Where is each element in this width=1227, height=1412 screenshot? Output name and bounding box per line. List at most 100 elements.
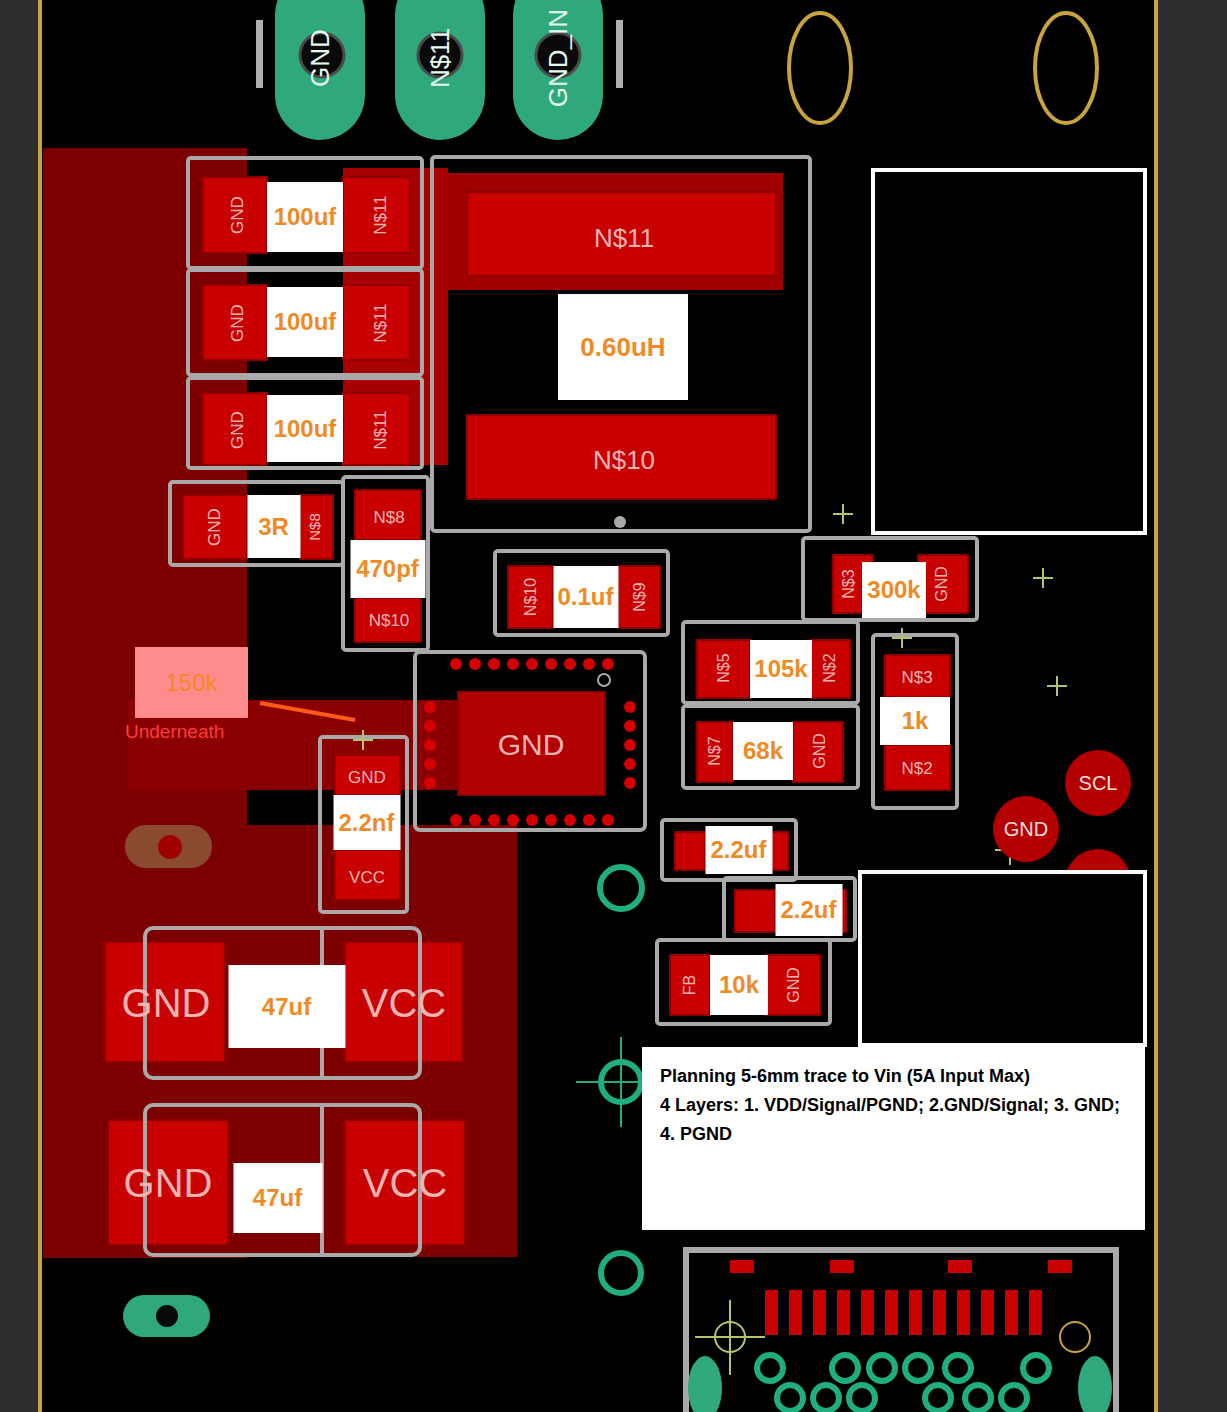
component-value: 47uf [228, 965, 345, 1048]
pin-label: N$2 [822, 653, 838, 682]
smd-pad [345, 1120, 465, 1245]
component-value: 300k [862, 562, 926, 618]
pin-label: GND [348, 769, 386, 786]
ic-pin [624, 739, 636, 751]
copper-pour [448, 173, 783, 290]
component-value: 2.2uf [705, 826, 772, 874]
usb-pin [981, 1290, 994, 1335]
usb-pin [909, 1290, 922, 1335]
ic-pin [624, 758, 636, 770]
smd-pad [183, 495, 247, 559]
smd-pad [618, 566, 660, 628]
usb-pin [789, 1290, 802, 1335]
pin-label: VCC [362, 983, 446, 1023]
capacitor-footprint: N$100.1ufN$9 [495, 551, 668, 635]
hidden-part-box: 150k [135, 647, 248, 718]
usb-pin [813, 1290, 826, 1335]
pin-label: N$5 [716, 653, 732, 682]
smd-pad [765, 955, 820, 1015]
ic-pin [488, 814, 500, 826]
usb-pin [1029, 1290, 1042, 1335]
pin-label: GND [934, 566, 950, 602]
slot-pad [125, 825, 212, 868]
usb-hole [777, 1385, 803, 1411]
ic-pin [564, 814, 576, 826]
silk-outline [170, 482, 343, 565]
pin-label: N$3 [901, 669, 932, 686]
capacitor-footprint: N$8470pfN$10 [343, 477, 428, 650]
slot-hole [158, 835, 182, 859]
component-value: 100uf [267, 182, 343, 252]
pin-label: N$10 [593, 447, 655, 473]
silk-outline [320, 737, 407, 912]
smd-pad [735, 890, 775, 932]
pin-label: GND_IN [545, 9, 571, 107]
component-value: 47uf [233, 1163, 322, 1233]
component-value: 0.1uf [553, 566, 618, 628]
resistor-footprint: GND3RN$8 [170, 482, 343, 565]
smd-pad [343, 285, 410, 360]
note-label: Underneath [125, 722, 224, 741]
smd-pad [810, 640, 850, 698]
ic-pin [507, 814, 519, 826]
smd-pad [105, 942, 225, 1062]
ic-pin [602, 658, 614, 670]
usb-hole [813, 1385, 839, 1411]
pin-label: GND [122, 983, 211, 1023]
capacitor-footprint: 2.2uf [662, 820, 796, 880]
silk-outline [683, 706, 858, 788]
pin-label: GND [229, 304, 246, 342]
pin-label: N$11 [372, 410, 389, 449]
note-text: Planning 5-6mm trace to Vin (5A Input Ma… [660, 1062, 1130, 1091]
test-pad: SCL [1065, 750, 1131, 816]
component-value: 100uf [267, 287, 343, 357]
component-value: 3R [247, 495, 300, 558]
pin-label: N$3 [841, 569, 857, 598]
header-pad [395, 0, 485, 140]
component-value: 0.60uH [558, 294, 688, 400]
ic-pin [583, 658, 595, 670]
usb-hole [849, 1385, 875, 1411]
keepout-box [860, 872, 1145, 1045]
resistor-footprint: N$768kGND [683, 706, 858, 788]
pin-label: N$2 [901, 760, 932, 777]
silk-outline [432, 157, 810, 531]
ic-pin [469, 658, 481, 670]
ic-pin [526, 814, 538, 826]
ic-pin [424, 739, 436, 751]
origin-circle [715, 1322, 745, 1352]
smd-pad [467, 415, 776, 499]
pin-label: FB [682, 975, 698, 995]
resistor-footprint: N$3 300k GND [803, 538, 977, 620]
usb-pad [730, 1260, 754, 1273]
via [600, 867, 642, 909]
smd-pad [300, 495, 333, 559]
ic-pin [424, 701, 436, 713]
ic-pins [424, 658, 636, 826]
ic-pin [545, 658, 557, 670]
smd-pad [770, 832, 788, 870]
component-value: 470pf [350, 540, 425, 598]
ic-pin [469, 814, 481, 826]
fiducial [1060, 1322, 1090, 1352]
ic-pin [624, 701, 636, 713]
ic-pin [602, 814, 614, 826]
silk-bar [256, 20, 263, 88]
component-value: 2.2uf [775, 884, 842, 936]
slot-pad [123, 1295, 210, 1337]
component-value: 10k [710, 955, 768, 1015]
header-pad: N$11 [395, 0, 485, 140]
mount-slot [1035, 13, 1097, 123]
slot-hole [156, 1305, 178, 1327]
pin-label: GND [307, 29, 333, 87]
ic-pin [450, 814, 462, 826]
note-text: 4 Layers: 1. VDD/Signal/PGND; 2.GND/Sign… [660, 1091, 1130, 1149]
capacitor-footprint: GND100ufN$11 [188, 378, 422, 468]
ic-pin [583, 814, 595, 826]
usb-pin [957, 1290, 970, 1335]
ic-pin [624, 720, 636, 732]
usb-pads [730, 1260, 1072, 1335]
capacitor-footprint: GND47ufVCC [108, 1105, 465, 1255]
header-pad [275, 0, 365, 140]
